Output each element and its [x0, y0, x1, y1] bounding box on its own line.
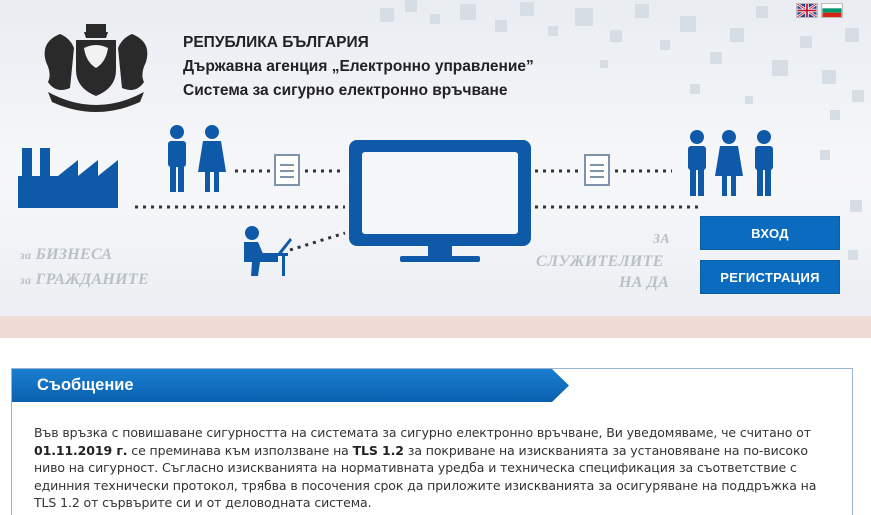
login-button[interactable]: ВХОД	[700, 216, 840, 250]
factory-icon	[18, 148, 118, 208]
divider-band	[0, 316, 871, 338]
document-icon-left	[274, 154, 300, 186]
label-employees-prefix: ЗА	[653, 232, 671, 247]
people-pair-icon	[168, 125, 226, 192]
label-employees-suffix: НА ДА	[619, 274, 670, 291]
header-country: РЕПУБЛИКА БЪЛГАРИЯ	[183, 34, 369, 51]
header-title-block: РЕПУБЛИКА БЪЛГАРИЯ Държавна агенция „Еле…	[183, 31, 534, 103]
label-employees: СЛУЖИТЕЛИТЕ	[536, 253, 664, 270]
bg-flag-icon[interactable]	[821, 3, 843, 18]
message-date: 01.11.2019 г.	[34, 442, 128, 458]
message-tls: TLS 1.2	[352, 442, 404, 458]
register-button[interactable]: РЕГИСТРАЦИЯ	[700, 260, 840, 294]
monitor-icon	[349, 140, 531, 262]
message-title: Съобщение	[37, 376, 134, 394]
message-header-shape	[12, 369, 569, 402]
coat-of-arms-icon	[44, 24, 148, 112]
label-business: за БИЗНЕСА	[20, 246, 113, 263]
language-switcher	[796, 3, 843, 18]
delivery-illustration	[18, 125, 773, 276]
person-laptop-icon	[244, 226, 292, 276]
message-panel: Съобщение Във връзка с повишаване сигурн…	[11, 368, 853, 515]
label-citizens: за ГРАЖДАНИТЕ	[20, 271, 149, 288]
header-agency: Държавна агенция „Електронно управление”	[183, 58, 534, 75]
message-body: Във връзка с повишаване сигурността на с…	[34, 425, 817, 510]
uk-flag-icon[interactable]	[796, 3, 818, 18]
header-banner: РЕПУБЛИКА БЪЛГАРИЯ Държавна агенция „Еле…	[0, 0, 871, 316]
document-icon-right	[584, 154, 610, 186]
header-system: Система за сигурно електронно връчване	[183, 82, 508, 99]
people-group-icon	[688, 130, 773, 196]
